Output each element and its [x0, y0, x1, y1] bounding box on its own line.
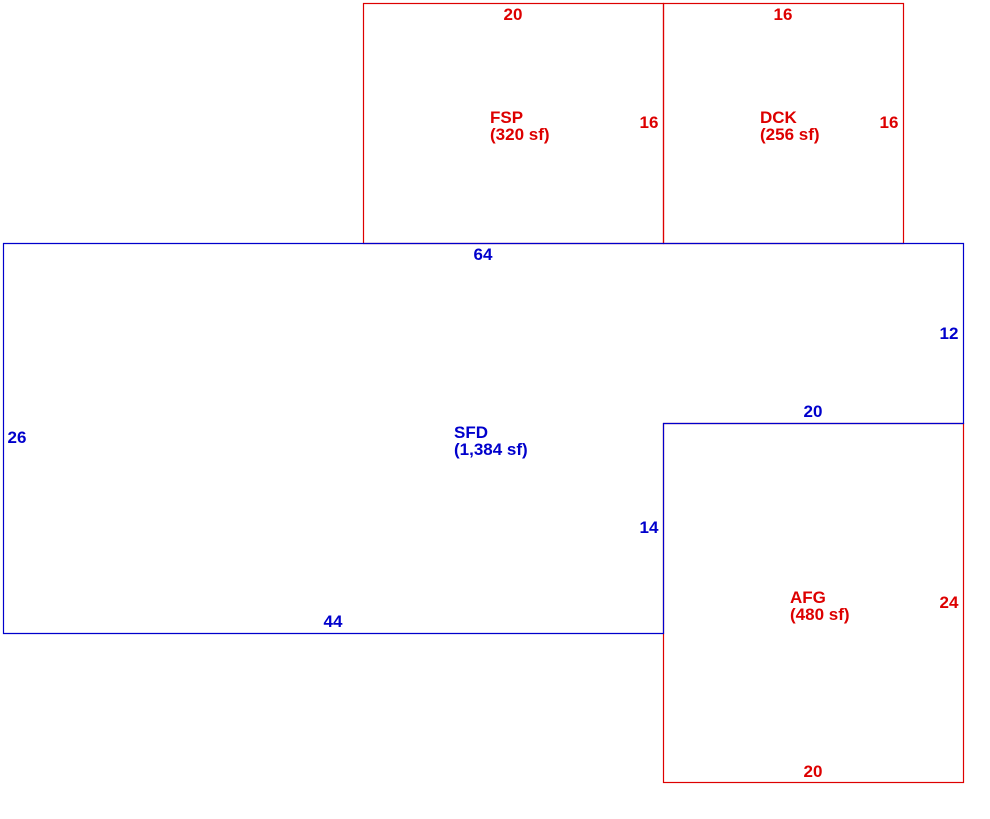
dck-area: (256 sf)	[760, 125, 820, 144]
dck-dim-top: 16	[774, 5, 793, 24]
fsp-area: (320 sf)	[490, 125, 550, 144]
sfd-dim-inner: 14	[640, 518, 659, 537]
afg-code: AFG	[790, 588, 826, 607]
fsp-dim-top: 20	[504, 5, 523, 24]
sfd-dim-top: 64	[474, 245, 493, 264]
dck-dim-right: 16	[880, 113, 899, 132]
sfd-area: (1,384 sf)	[454, 440, 528, 459]
sfd-dim-bottom: 44	[324, 612, 343, 631]
afg-dim-bottom: 20	[804, 762, 823, 781]
fsp-dim-right: 16	[640, 113, 659, 132]
afg-dim-right: 24	[940, 593, 959, 612]
sfd-dim-right: 12	[940, 324, 959, 343]
dck-code: DCK	[760, 108, 798, 127]
sfd-dim-left: 26	[8, 428, 27, 447]
fsp-code: FSP	[490, 108, 523, 127]
sfd-dim-step: 20	[804, 402, 823, 421]
afg-area: (480 sf)	[790, 605, 850, 624]
sfd-code: SFD	[454, 423, 488, 442]
sfd-outline	[2, 242, 965, 635]
